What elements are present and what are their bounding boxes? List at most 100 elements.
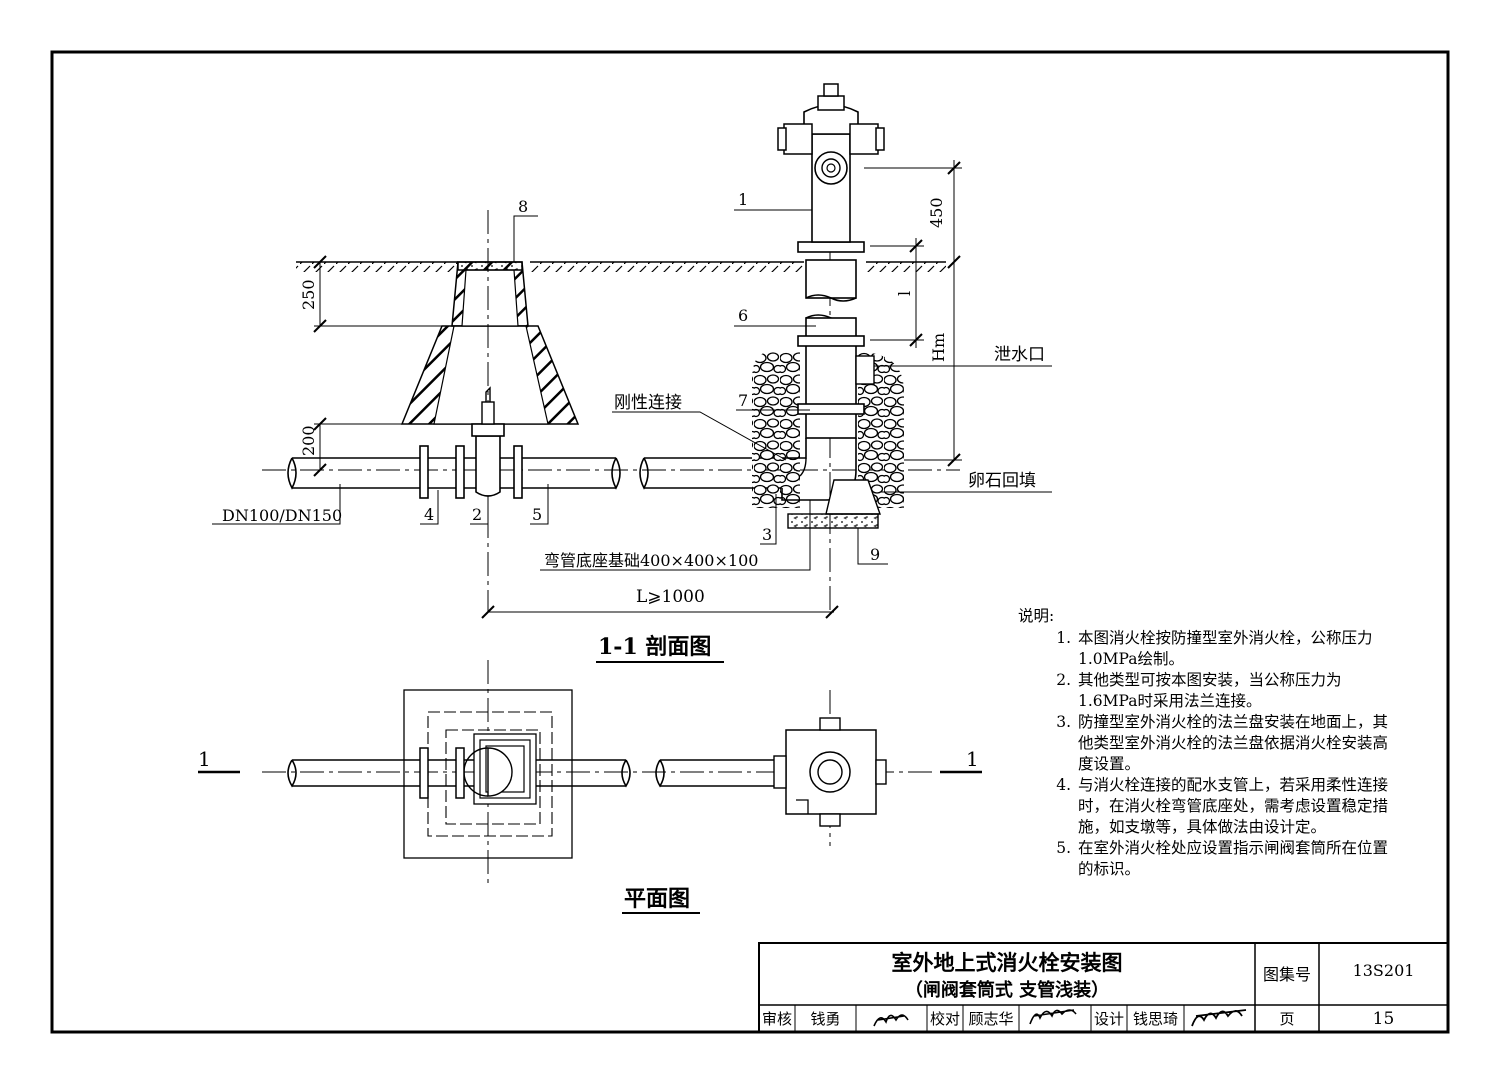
callout-3: 3 bbox=[762, 525, 772, 544]
signature-reviewer bbox=[873, 1014, 909, 1027]
cut-mark-right-label: 1 bbox=[966, 747, 979, 771]
title-block: 室外地上式消火栓安装图 （闸阀套筒式 支管浅装） 图集号 13S201 审核 钱… bbox=[759, 943, 1448, 1032]
hydrant-front-nut bbox=[826, 163, 836, 173]
plan-flange bbox=[455, 747, 465, 799]
page-number: 15 bbox=[1372, 1009, 1395, 1029]
pebble-backfill bbox=[752, 352, 800, 508]
riser-flange bbox=[797, 241, 865, 253]
section-view: 1 6 7 8 4 2 5 3 9 450 250 200 l Hm L⩾100… bbox=[212, 83, 1052, 663]
note-item: 其他类型可按本图安装，当公称压力为1.6MPa时采用法兰连接。 bbox=[1076, 670, 1388, 712]
valve-stem-top bbox=[485, 386, 491, 402]
drawing-subtitle: （闸阀套筒式 支管浅装） bbox=[904, 980, 1110, 1001]
dimension-l bbox=[870, 238, 924, 348]
notes-heading: 说明: bbox=[1018, 607, 1055, 625]
pipe-break bbox=[287, 457, 649, 490]
section-title: 1-1 剖面图 bbox=[598, 634, 711, 660]
label-base: 弯管底座基础400×400×100 bbox=[544, 551, 758, 570]
plan-pipe bbox=[292, 759, 782, 787]
hydrant-body bbox=[811, 133, 851, 243]
flange bbox=[455, 445, 465, 499]
callout-7: 7 bbox=[738, 391, 748, 410]
plan-sleeve-mid bbox=[479, 739, 531, 799]
cut-mark-left-label: 1 bbox=[198, 747, 211, 771]
review-label: 审核 bbox=[761, 1010, 792, 1028]
dim-text-l: l bbox=[895, 291, 914, 296]
plan-box-mid bbox=[445, 729, 541, 825]
valve-box-neck-inner bbox=[461, 269, 519, 327]
drain-port bbox=[855, 355, 875, 385]
dim-text-250: 250 bbox=[299, 279, 318, 310]
check-label: 校对 bbox=[929, 1010, 960, 1028]
title-block-grid bbox=[758, 942, 1449, 1033]
plan-sleeve-inner bbox=[485, 745, 525, 793]
hydrant-outlet-left-cap bbox=[777, 127, 787, 151]
riser-flange bbox=[797, 403, 865, 415]
designer-name: 钱思琦 bbox=[1132, 1010, 1178, 1028]
signature-checker bbox=[1029, 1009, 1077, 1025]
note-item: 防撞型室外消火栓的法兰盘安装在地面上，其他类型室外消火栓的法兰盘依据消火栓安装高… bbox=[1076, 712, 1388, 775]
flange bbox=[513, 445, 523, 499]
hydrant-nut bbox=[823, 83, 839, 97]
base-foundation bbox=[787, 513, 879, 529]
plan-hydrant-corner bbox=[796, 799, 809, 814]
gate-valve bbox=[475, 435, 501, 497]
label-pipe: DN100/DN150 bbox=[222, 506, 342, 525]
reviewer-name: 钱勇 bbox=[810, 1010, 841, 1028]
plan-hydrant-bottom bbox=[819, 813, 841, 827]
valve-box-cover bbox=[457, 261, 523, 271]
note-item: 本图消火栓按防撞型室外消火栓，公称压力1.0MPa绘制。 bbox=[1076, 628, 1388, 670]
callout-6: 6 bbox=[738, 306, 748, 325]
hydrant-cap bbox=[817, 95, 845, 111]
dimension-200 bbox=[313, 417, 402, 477]
dimension-L bbox=[481, 605, 839, 619]
ground-hatch bbox=[296, 262, 458, 272]
dim-text-200: 200 bbox=[299, 425, 318, 456]
plan-hydrant-left bbox=[773, 755, 787, 789]
valve-stem bbox=[481, 401, 495, 425]
plan-hydrant-outlet-inner bbox=[817, 759, 843, 785]
notes-list: 本图消火栓按防撞型室外消火栓，公称压力1.0MPa绘制。 其他类型可按本图安装，… bbox=[1018, 628, 1388, 880]
flange bbox=[419, 445, 429, 499]
label-rigid: 刚性连接 bbox=[614, 393, 682, 413]
elbow bbox=[799, 457, 807, 477]
plan-hydrant-top bbox=[819, 717, 841, 731]
dimension-450-hm bbox=[864, 160, 962, 467]
dim-text-hm: Hm bbox=[929, 333, 948, 362]
note-item: 在室外消火栓处应设置指示闸阀套筒所在位置的标识。 bbox=[1076, 838, 1388, 880]
notes-block: 说明: 本图消火栓按防撞型室外消火栓，公称压力1.0MPa绘制。 其他类型可按本… bbox=[1018, 606, 1388, 880]
plan-flange bbox=[419, 747, 429, 799]
ground-hatch bbox=[530, 262, 804, 272]
plan-valve-cover bbox=[487, 747, 513, 797]
hydrant-outlet-right-cap bbox=[875, 127, 885, 151]
dimension-250 bbox=[313, 255, 452, 333]
label-gravel: 卵石回填 bbox=[968, 471, 1036, 491]
callout-9: 9 bbox=[870, 545, 880, 564]
leader-lines bbox=[212, 209, 1052, 571]
dim-text-L: L⩾1000 bbox=[636, 587, 705, 607]
page-label: 页 bbox=[1279, 1010, 1295, 1028]
hydrant-outlet-left bbox=[783, 123, 813, 155]
hydrant-outlet-right bbox=[849, 123, 879, 155]
note-item: 与消火栓连接的配水支管上，若采用柔性连接时，在消火栓弯管底座处，需考虑设置稳定措… bbox=[1076, 775, 1388, 838]
label-drain: 泄水口 bbox=[994, 345, 1045, 365]
riser-break bbox=[805, 294, 857, 302]
callout-2: 2 bbox=[472, 505, 482, 524]
signature-designer bbox=[1191, 1009, 1247, 1027]
dim-text-450: 450 bbox=[927, 197, 946, 228]
plan-box-outer bbox=[403, 689, 573, 859]
branch-pipe bbox=[292, 457, 782, 489]
plan-view: 1 1 平面图 bbox=[198, 660, 982, 914]
callout-4: 4 bbox=[424, 505, 434, 524]
drawing-title: 室外地上式消火栓安装图 bbox=[891, 951, 1123, 975]
callout-8: 8 bbox=[518, 197, 528, 216]
atlas-number: 13S201 bbox=[1352, 961, 1415, 980]
callout-1: 1 bbox=[738, 190, 748, 209]
elbow-base bbox=[825, 479, 881, 515]
riser-pipe bbox=[805, 259, 857, 299]
design-label: 设计 bbox=[1093, 1010, 1124, 1028]
atlas-label: 图集号 bbox=[1262, 965, 1311, 984]
sheet-border bbox=[50, 50, 1450, 1034]
plan-pipe-break bbox=[287, 759, 665, 788]
plan-title: 平面图 bbox=[624, 886, 690, 912]
